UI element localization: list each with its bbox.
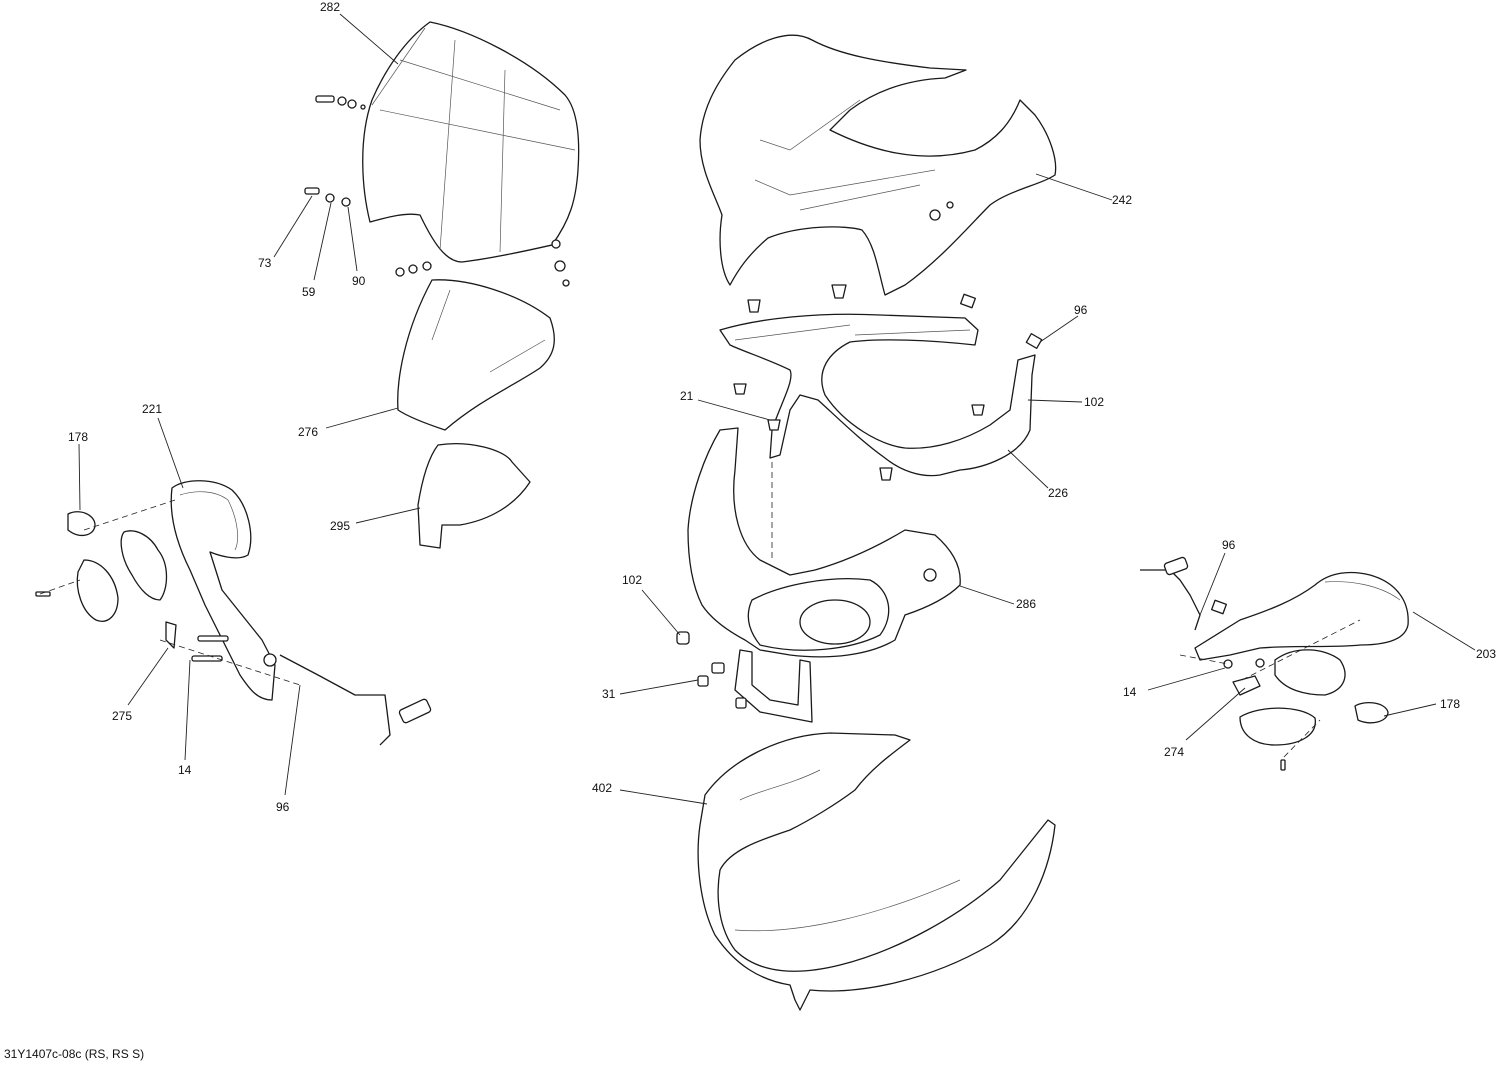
turn-signal-left — [35, 511, 229, 662]
callout-labels: 282 73 59 90 276 295 178 221 275 14 96 2… — [68, 0, 1496, 814]
panel-part-295 — [417, 443, 531, 549]
clip-hardware-226 — [733, 284, 1043, 481]
callout-221: 221 — [142, 402, 162, 416]
callout-282: 282 — [320, 0, 340, 14]
callout-242: 242 — [1112, 193, 1132, 207]
callout-90: 90 — [352, 274, 366, 288]
callout-286: 286 — [1016, 597, 1036, 611]
callout-14-right: 14 — [1123, 685, 1137, 699]
callout-226: 226 — [1048, 486, 1068, 500]
callout-96-left: 96 — [276, 800, 290, 814]
callout-96-top: 96 — [1074, 303, 1088, 317]
lower-fairing-part-402 — [697, 732, 1056, 1011]
mirror-right-part-203 — [1140, 556, 1409, 661]
callout-59: 59 — [302, 285, 316, 299]
callout-274: 274 — [1164, 745, 1184, 759]
mirror-left-part-221 — [170, 480, 432, 746]
callout-102-right: 102 — [1084, 395, 1104, 409]
deflector-part-276 — [397, 279, 555, 431]
callout-275: 275 — [112, 709, 132, 723]
screw-hardware-31 — [676, 631, 747, 709]
callout-31: 31 — [602, 687, 616, 701]
screw-hardware-73-59-90 — [304, 187, 351, 207]
turn-signal-right — [1223, 649, 1389, 771]
callout-73: 73 — [258, 256, 272, 270]
callout-402: 402 — [592, 781, 612, 795]
callout-96-right: 96 — [1222, 538, 1236, 552]
callout-295: 295 — [330, 519, 350, 533]
windshield-part-282 — [362, 21, 580, 263]
nut-hardware-lower — [395, 239, 570, 287]
assembly-dashed-lines — [39, 462, 1361, 758]
callout-178-right: 178 — [1440, 697, 1460, 711]
diagram-caption: 31Y1407c-08c (RS, RS S) — [4, 1047, 145, 1061]
headlight-bracket-part-286 — [687, 427, 961, 723]
support-part-226 — [719, 313, 1036, 477]
fairing-upper-part-242 — [699, 34, 1057, 296]
callout-21: 21 — [680, 389, 694, 403]
screw-hardware-282 — [315, 95, 366, 110]
callout-203: 203 — [1476, 647, 1496, 661]
callout-102-left: 102 — [622, 573, 642, 587]
callout-276: 276 — [298, 425, 318, 439]
callout-178-left: 178 — [68, 430, 88, 444]
leader-lines — [78, 13, 1476, 805]
callout-14-left: 14 — [178, 763, 192, 777]
